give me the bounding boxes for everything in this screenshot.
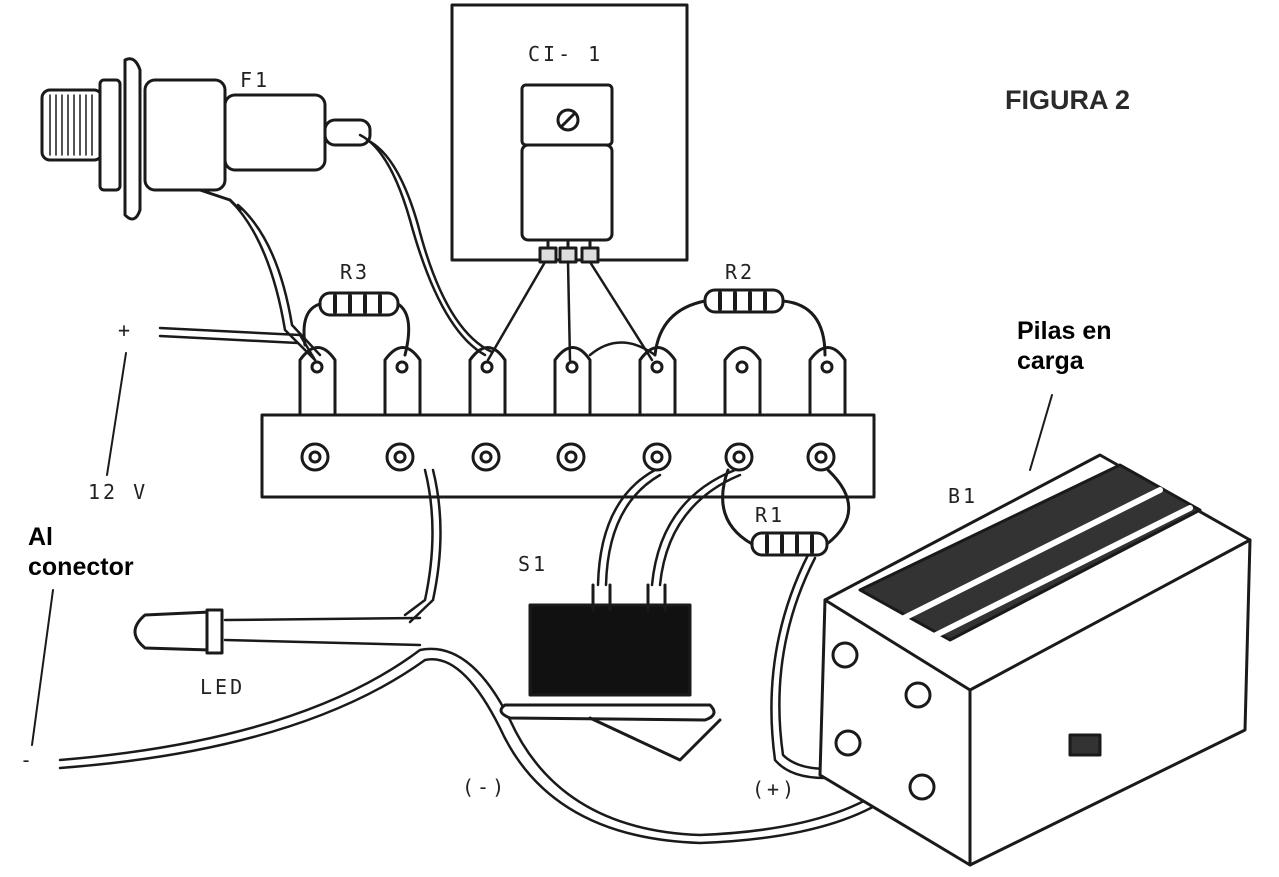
- label-voltage: 12 V: [88, 480, 149, 504]
- fuse-holder: [40, 57, 372, 221]
- label-r2: R2: [725, 260, 756, 284]
- resistor-r2: [653, 288, 827, 357]
- wires: [58, 133, 897, 845]
- terminal-screws: [300, 442, 836, 472]
- label-r3: R3: [340, 260, 371, 284]
- annotation-connector-line1: Al: [28, 523, 53, 551]
- annotation-battery: Pilas en carga: [1017, 316, 1112, 376]
- switch-s1: [499, 583, 722, 762]
- label-ic: CI- 1: [528, 42, 604, 66]
- annotation-battery-line1: Pilas en: [1017, 317, 1112, 345]
- label-minus: -: [20, 748, 36, 772]
- terminal-strip: [260, 346, 876, 499]
- resistor-r1: [721, 468, 851, 557]
- resistor-r3: [302, 291, 411, 357]
- label-plus: +: [118, 318, 134, 342]
- battery-holder: [818, 453, 1252, 867]
- label-fuse: F1: [240, 68, 271, 92]
- annotation-connector-line2: conector: [28, 553, 134, 581]
- ic-regulator: [520, 83, 614, 264]
- label-led: LED: [200, 675, 246, 699]
- leader-lines: [31, 352, 1053, 746]
- label-positive-wire: (+): [752, 777, 798, 801]
- label-b1: B1: [948, 484, 979, 508]
- annotation-battery-line2: carga: [1017, 347, 1084, 375]
- figure-title: FIGURA 2: [1005, 85, 1131, 115]
- annotation-connector: Al conector: [28, 522, 134, 582]
- label-s1: S1: [518, 552, 549, 576]
- led: [133, 608, 224, 655]
- terminal-lugs: [298, 346, 847, 417]
- label-negative-wire: (-): [462, 775, 508, 799]
- label-r1: R1: [755, 503, 786, 527]
